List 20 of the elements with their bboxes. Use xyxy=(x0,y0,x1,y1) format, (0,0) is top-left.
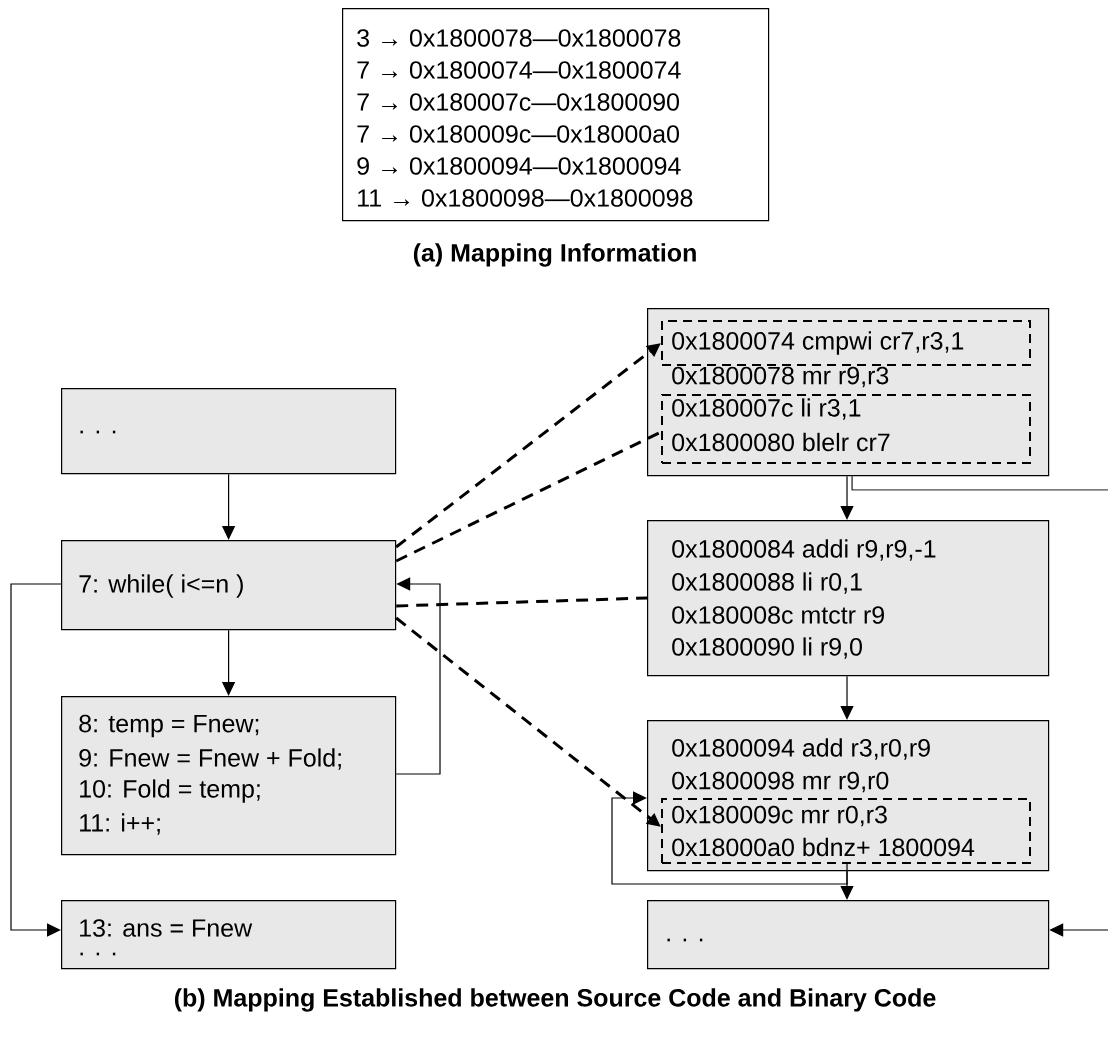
code-box: 7: while( i<=n ) xyxy=(61,540,397,631)
connector-line xyxy=(851,475,1108,491)
highlight-box: 0x180009c mr r0,r3 0x18000a0 bdnz+ 1800094 xyxy=(661,798,1031,864)
highlight-box: 0x180007c li r3,1 0x1800080 blelr cr7 xyxy=(661,394,1031,464)
arrow xyxy=(10,583,62,937)
arrow xyxy=(840,475,854,520)
code-box: . . . xyxy=(647,900,1050,970)
figure-caption: (b) Mapping Established between Source Code and Binary Code xyxy=(174,988,936,1012)
code-box: 13: ans = Fnew . . . xyxy=(61,900,397,970)
arrow xyxy=(840,675,854,720)
code-box: 0x1800084 addi r9,r9,-1 0x1800088 li r0,1 0x180008c mtctr r9 0x1800090 li r9,0 xyxy=(647,520,1050,677)
figure-caption: (a) Mapping Information xyxy=(413,243,696,267)
mapping-line xyxy=(396,596,648,608)
arrow xyxy=(395,577,441,775)
mapping-table: 3 → 0x1800078—0x1800078 7 → 0x1800074—0x1800074 7 → 0x180007c—0x1800090 7 → 0x180009c—0x18000a0 9 → 0x1800094—0x1800094 11 → 0x1800098—0x1800098 xyxy=(342,8,770,222)
arrow xyxy=(611,791,848,885)
mapping-line xyxy=(395,430,662,563)
code-box: . . . xyxy=(61,388,397,475)
highlight-box: 0x1800074 cmpwi cr7,r3,1 xyxy=(661,320,1031,366)
code-box: 8: temp = Fnew; 9: Fnew = Fnew + Fold; 10: Fold = temp; 11: i++; xyxy=(61,696,397,856)
